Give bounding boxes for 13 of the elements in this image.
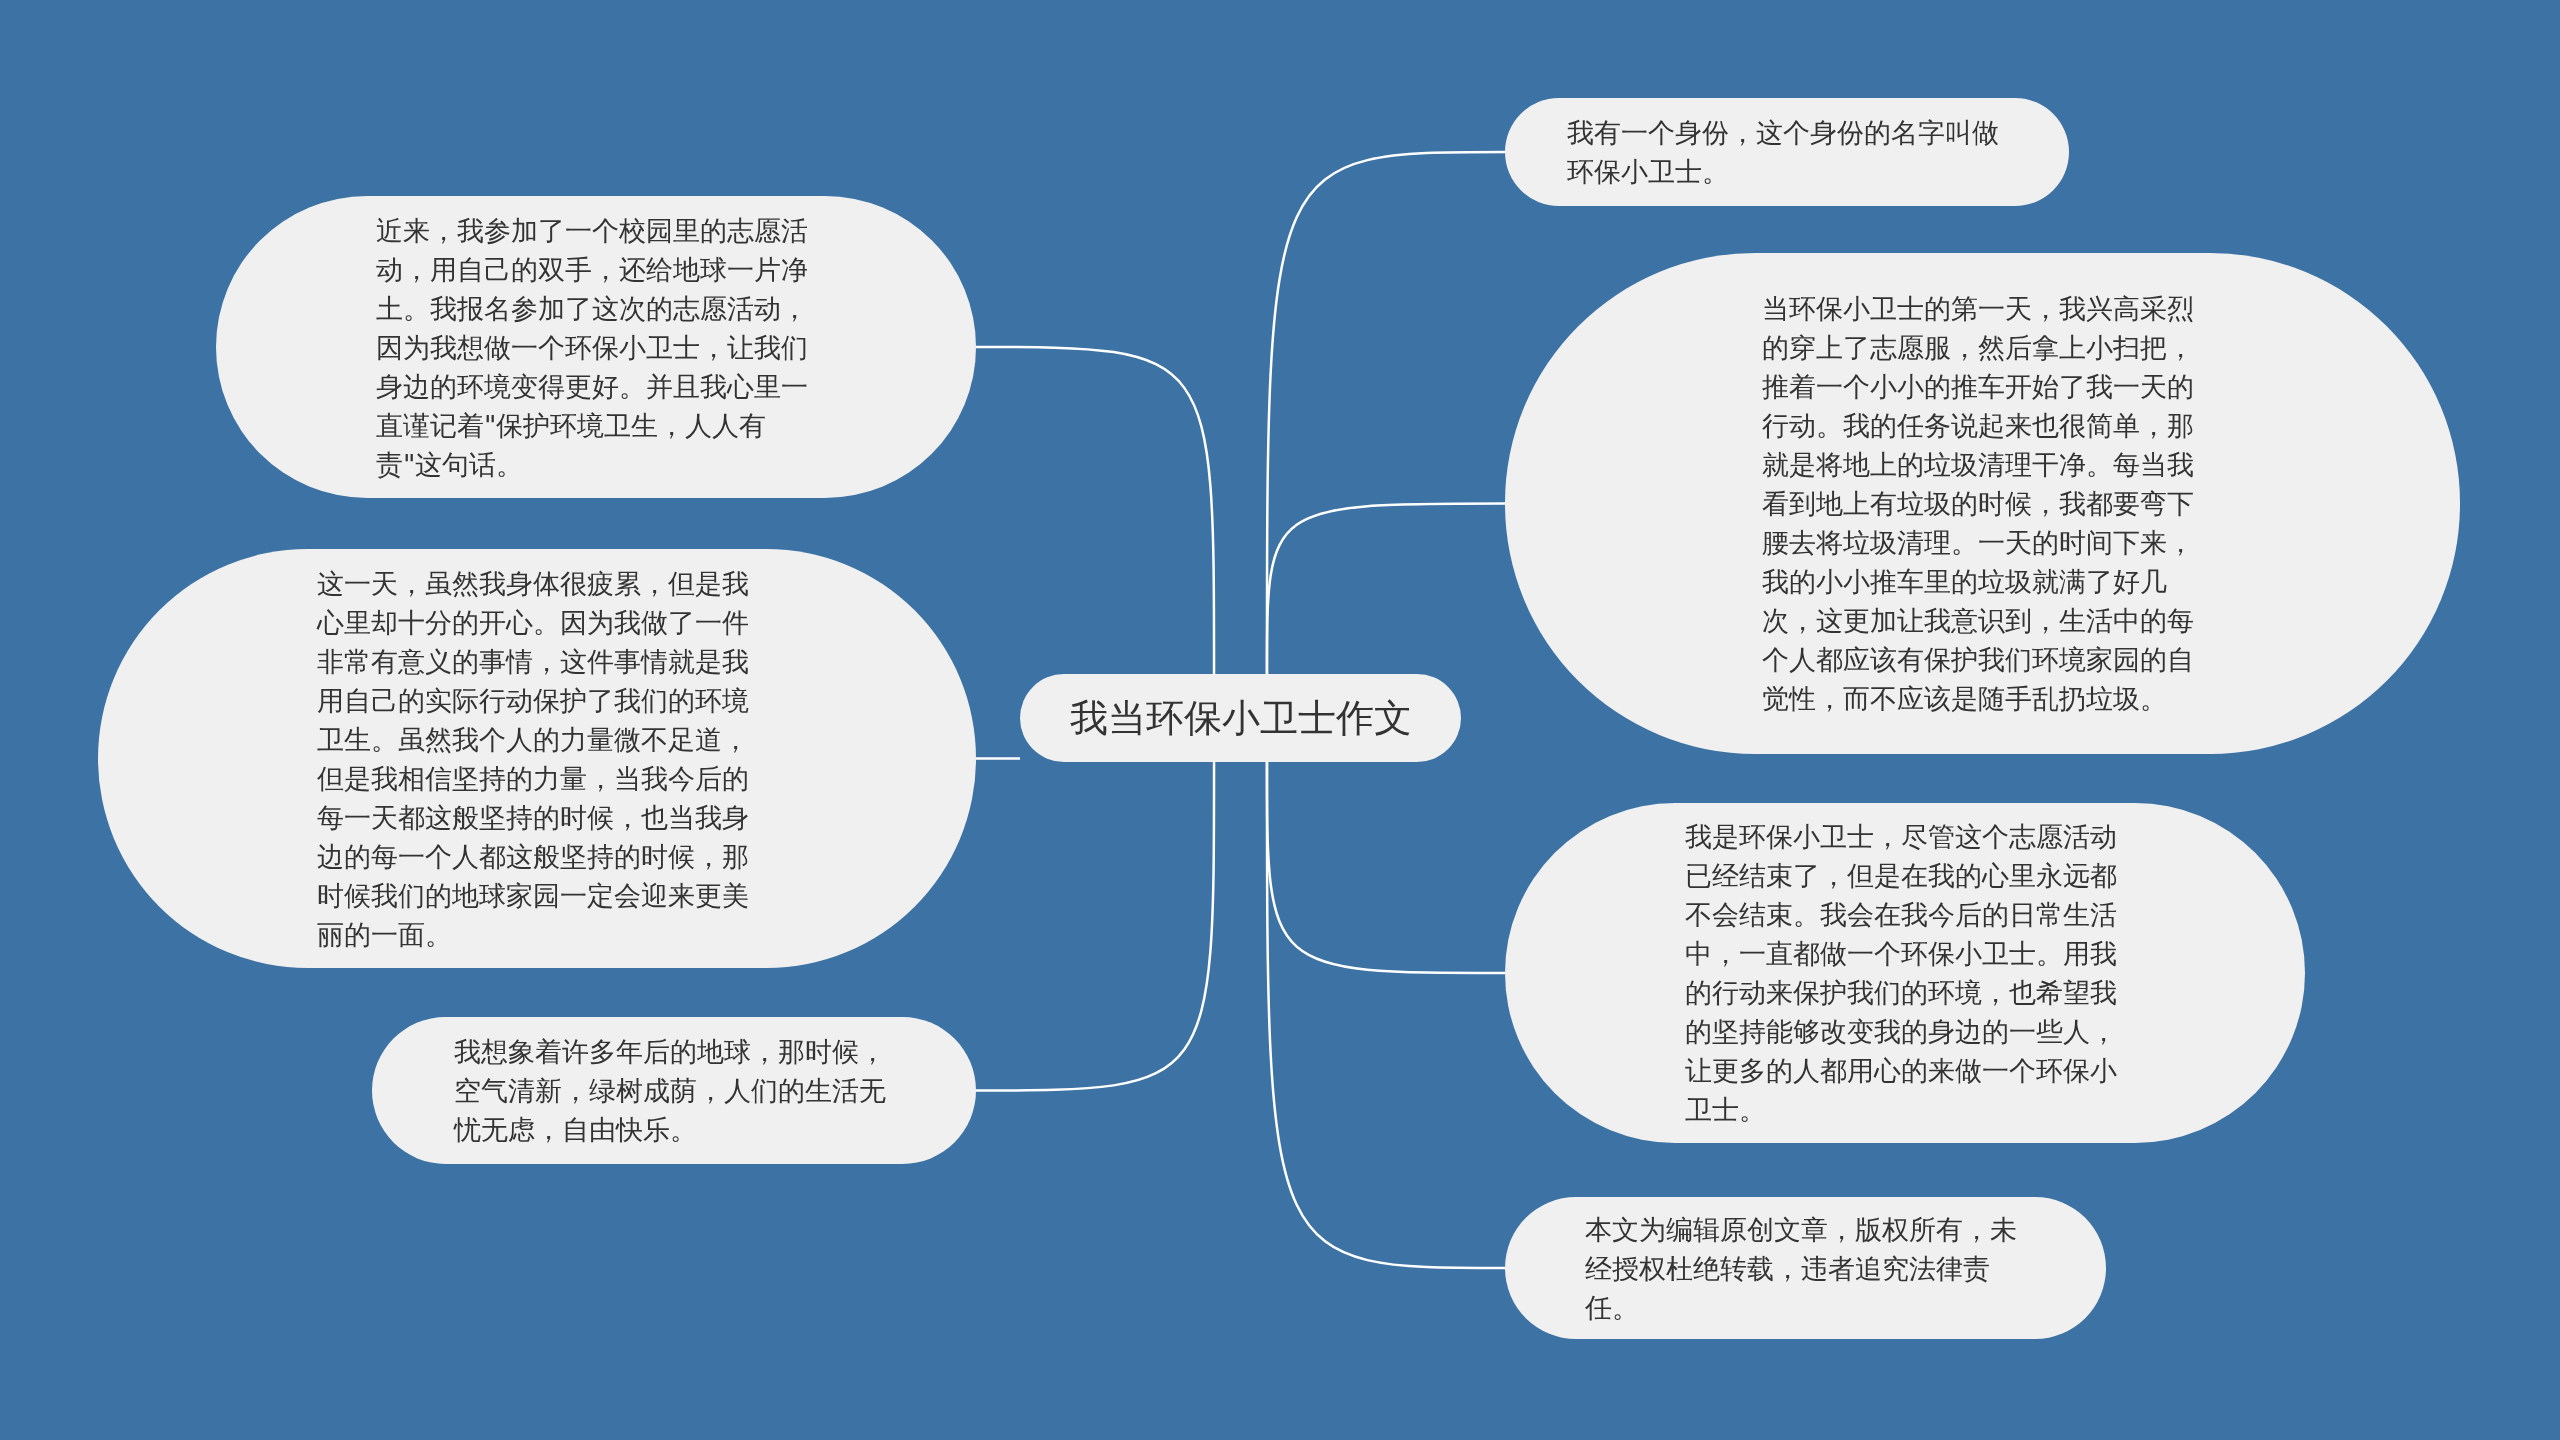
paragraph: 我想象着许多年后的地球，那时候，空气清新，绿树成荫，人们的生活无忧无虑，自由快乐。	[453, 1035, 887, 1147]
paragraph: 当环保小卫士的第一天，我兴高采烈的穿上了志愿服，然后拿上小扫把，推着一个小小的推车开始了我一天的行动。我的任务说起来也很简单，那就是将地上的垃圾清理干净。每当我看到地上有垃圾的时候，我都要弯下腰去将垃圾清理。一天的时间下来，我的小小推车里的垃圾就满了好几次，这更加让我意识到，生活中的每个人都应该有保护我们环境家园的自觉性，而不应该是随手乱扔垃圾。	[1762, 292, 2196, 716]
topic-text: 我当环保小卫士作文	[1069, 695, 1412, 742]
connector-line	[1265, 762, 1505, 1270]
paragraph: 我有一个身份，这个身份的名字叫做环保小卫士。	[1566, 116, 2000, 189]
paragraph: 近来，我参加了一个校园里的志愿活动，用自己的双手，还给地球一片净土。我报名参加了这次的志愿活动，因为我想做一个环保小卫士，让我们身边的环境变得更好。并且我心里一直谨记着"保护环境卫生，人人有责"这句话。	[375, 213, 809, 482]
paragraph: 本文为编辑原创文章，版权所有，未经授权杜绝转载，违者追究法律责任。	[1585, 1212, 2019, 1325]
paragraph: 这一天，虽然我身体很疲累，但是我心里却十分的开心。因为我做了一件非常有意义的事情，这件事情就是我用自己的实际行动保护了我们的环境卫生。虽然我个人的力量微不足道，但是我相信坚持的力量，当我今后的每一天都这般坚持的时候，也当我身边的每一个人都这般坚持的时候，那时候我们的地球家园一定会迎来更美丽的一面。	[316, 566, 750, 952]
connector-line	[976, 762, 1216, 1092]
connector-line	[976, 757, 1020, 760]
connector-line	[1265, 502, 1505, 674]
connector-line	[976, 345, 1216, 674]
paragraph: 我是环保小卫士，尽管这个志愿活动已经结束了，但是在我的心里永远都不会结束。我会在我今后的日常生活中，一直都做一个环保小卫士。用我的行动来保护我们的环境，也希望我的坚持能够改变我的身边的一些人，让更多的人都用心的来做一个环保小卫士。	[1684, 820, 2118, 1127]
